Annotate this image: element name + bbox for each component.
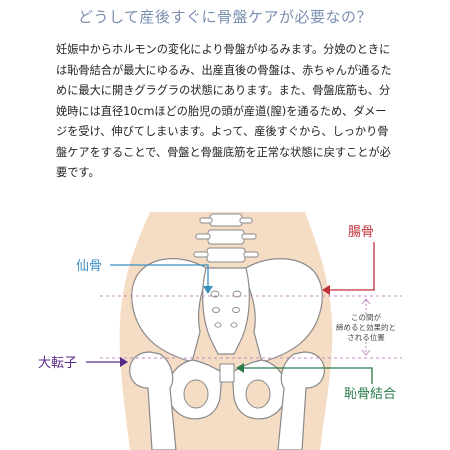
- ilium-pointer: [326, 242, 375, 291]
- right-obturator-foramen: [245, 379, 271, 409]
- pubic-symphysis-pointer: [240, 367, 373, 384]
- sacrum-pointer: [110, 264, 209, 290]
- right-femur: [277, 351, 325, 450]
- spine: [193, 213, 259, 263]
- trochanter-arrowhead: [120, 357, 128, 367]
- right-ilium: [241, 258, 323, 363]
- pelvis-diagram: この間が 締めると効果的と される位置 仙骨 腸骨 大転子 恥骨結合: [38, 212, 402, 450]
- range-note-line-2: 締めると効果的と: [336, 322, 396, 332]
- pubic-symphysis-arrowhead: [236, 363, 244, 373]
- ilium-arrowhead: [322, 285, 330, 295]
- pubic-symphysis-label: 恥骨結合: [344, 387, 396, 402]
- sacrum-arrowhead: [203, 286, 213, 294]
- page-heading: どうして産後すぐに骨盤ケアが必要なの？: [77, 8, 373, 26]
- explanation-paragraph: 妊娠中からホルモンの変化により骨盤がゆるみます。分娩のときには恥骨結合が最大にゆ…: [56, 43, 392, 179]
- left-femur: [129, 351, 177, 450]
- left-ilium: [131, 258, 211, 363]
- trochanter-label: 大転子: [38, 356, 77, 371]
- ilium-label: 腸骨: [348, 225, 374, 240]
- pubic-symphysis: [219, 363, 235, 383]
- range-bracket: [361, 298, 371, 356]
- range-note-line-1: この間が: [351, 312, 381, 322]
- sacrum-label: 仙骨: [76, 259, 102, 274]
- range-note-line-3: される位置: [347, 332, 385, 342]
- left-obturator-foramen: [183, 379, 209, 409]
